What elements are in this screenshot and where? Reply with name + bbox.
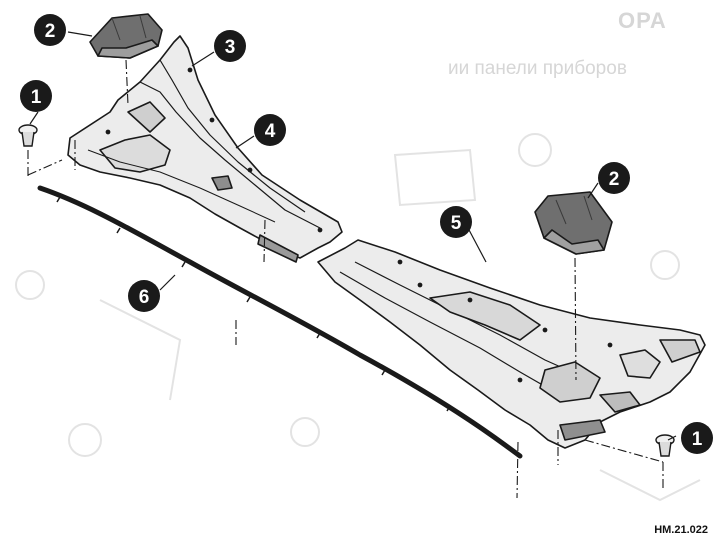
background-header-text: ОРА <box>618 8 667 33</box>
callout-circle <box>440 206 472 238</box>
callout-c6: 6 <box>128 280 160 312</box>
callout-number: 1 <box>31 87 42 108</box>
callout-circle <box>681 422 713 454</box>
callout-circle <box>34 14 66 46</box>
background-faint-drawing <box>15 133 701 502</box>
callout-circle <box>598 162 630 194</box>
callout-number: 5 <box>451 213 462 234</box>
callout-circle <box>128 280 160 312</box>
clip-left <box>18 124 38 147</box>
left-cowl-panel <box>67 35 343 263</box>
callouts: 2 3 1 4 2 5 6 1 <box>20 14 713 454</box>
callout-number: 2 <box>609 169 620 190</box>
callout-c4: 4 <box>254 114 286 146</box>
clip-right <box>655 434 675 457</box>
callout-c2a: 2 <box>34 14 66 46</box>
callout-number: 6 <box>139 287 150 308</box>
callout-c2b: 2 <box>598 162 630 194</box>
cap-right <box>534 191 613 255</box>
background-subheader-text: ии панели приборов <box>448 58 627 79</box>
right-cowl-panel <box>317 239 706 449</box>
seal-strip <box>37 185 523 459</box>
callout-circle <box>254 114 286 146</box>
callout-circle <box>20 80 52 112</box>
cap-left <box>89 13 163 59</box>
assembly-lines <box>27 59 664 499</box>
callout-c1a: 1 <box>20 80 52 112</box>
callout-number: 1 <box>692 429 703 450</box>
callout-number: 4 <box>265 121 276 142</box>
callout-circle <box>214 30 246 62</box>
callout-number: 2 <box>45 21 56 42</box>
leader-lines <box>29 31 677 441</box>
callout-c1b: 1 <box>681 422 713 454</box>
figure-code: HM.21.022 <box>654 524 708 536</box>
callout-c3: 3 <box>214 30 246 62</box>
callout-c5: 5 <box>440 206 472 238</box>
callout-number: 3 <box>225 37 236 58</box>
